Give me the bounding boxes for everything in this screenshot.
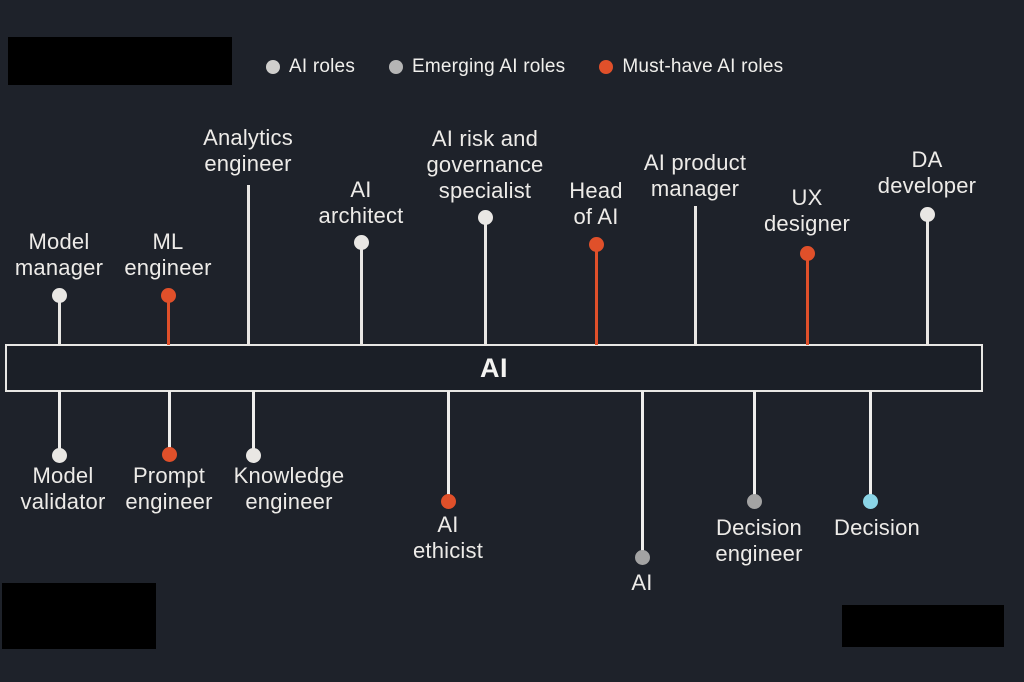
role-label-head-of-ai: Head of AI (569, 178, 623, 229)
role-connector-da-developer (925, 214, 929, 345)
role-dot-ai-risk-and-governance-specialist (477, 209, 493, 225)
legend-item-emerging-ai-roles: Emerging AI roles (389, 56, 565, 78)
role-label-ai-architect: AI architect (318, 177, 404, 228)
role-dot-ux-designer (799, 245, 815, 261)
role-connector-model-validator (57, 391, 61, 455)
legend-label: AI roles (289, 56, 356, 77)
role-connector-head-of-ai (594, 244, 598, 345)
role-connector-ml-engineer (166, 295, 170, 345)
role-connector-prompt-engineer (167, 391, 171, 454)
role-label-model-validator: Model validator (20, 463, 106, 514)
role-label-ux-designer: UX designer (764, 185, 850, 236)
role-label-knowledge-engineer: Knowledge engineer (233, 463, 345, 514)
role-dot-model-manager (51, 287, 67, 303)
role-connector-ai-product-manager (693, 206, 697, 345)
legend-item-ai-roles: AI roles (266, 56, 355, 78)
role-dot-model-validator (51, 447, 67, 463)
role-connector-ai-ethicist (446, 391, 450, 501)
legend-item-must-have-ai-roles: Must-have AI roles (599, 56, 783, 78)
role-connector-analytics-engineer (246, 185, 250, 345)
ai-roles-dot-icon (266, 60, 280, 74)
role-label-ml-engineer: ML engineer (124, 229, 212, 280)
redaction-box-3 (842, 605, 1004, 647)
emerging-ai-roles-dot-icon (389, 60, 404, 74)
role-connector-ux-designer (805, 253, 809, 345)
role-connector-ai (640, 391, 644, 557)
role-label-decision-engineer: Decision engineer (715, 515, 803, 566)
central-ai-bar: AI (5, 344, 983, 392)
role-dot-ml-engineer (160, 287, 176, 303)
legend: AI roles Emerging AI roles Must-have AI … (266, 56, 783, 78)
redaction-box-1 (8, 37, 232, 85)
role-dot-da-developer (919, 206, 935, 222)
must-have-ai-roles-dot-icon (599, 60, 614, 74)
role-dot-ai-ethicist (440, 493, 456, 509)
role-connector-model-manager (57, 295, 61, 345)
role-dot-knowledge-engineer (245, 447, 261, 463)
role-connector-decision (868, 391, 872, 501)
role-dot-ai (634, 549, 650, 565)
role-dot-prompt-engineer (161, 446, 177, 462)
role-label-analytics-engineer: Analytics engineer (203, 125, 293, 176)
role-label-ai: AI (631, 570, 653, 595)
role-dot-head-of-ai (588, 236, 604, 252)
legend-label: Must-have AI roles (622, 56, 784, 77)
role-label-da-developer: DA developer (877, 147, 977, 198)
legend-label: Emerging AI roles (412, 56, 566, 77)
role-label-model-manager: Model manager (14, 229, 104, 280)
role-dot-ai-architect (353, 234, 369, 250)
role-connector-decision-engineer (752, 391, 756, 501)
role-label-ai-risk-and-governance-specialist: AI risk and governance specialist (426, 126, 544, 203)
role-label-prompt-engineer: Prompt engineer (125, 463, 213, 514)
role-label-ai-ethicist: AI ethicist (412, 512, 484, 563)
role-connector-ai-architect (359, 242, 363, 345)
role-label-ai-product-manager: AI product manager (643, 150, 747, 201)
role-connector-ai-risk-and-governance-specialist (483, 217, 487, 345)
role-dot-decision-engineer (746, 493, 762, 509)
redaction-box-2 (2, 583, 156, 649)
role-connector-knowledge-engineer (251, 391, 255, 455)
role-dot-decision (862, 493, 878, 509)
central-ai-bar-label: AI (480, 352, 508, 383)
role-label-decision: Decision (834, 515, 920, 540)
